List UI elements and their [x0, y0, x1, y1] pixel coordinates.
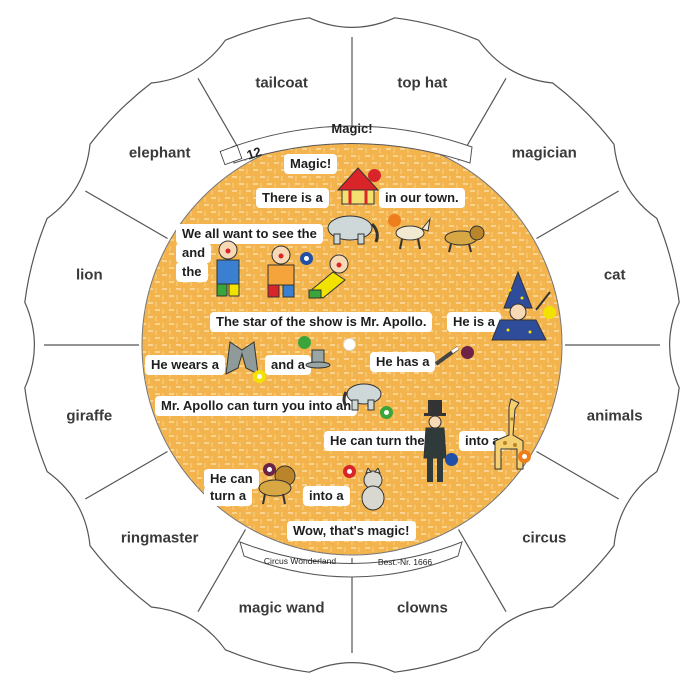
elephant-icon-2: [342, 383, 382, 411]
rim-words: top hat magician cat animals circus clowns mag…: [66, 74, 642, 616]
sentence-mr-apollo-turn: Mr. Apollo can turn you into an: [155, 396, 358, 416]
ring-red[interactable]: [343, 465, 356, 478]
lion-icon-2: [258, 465, 296, 505]
cat-icon: [361, 468, 385, 511]
dot-white[interactable]: [343, 338, 356, 351]
clown-icon-3: [308, 254, 349, 299]
dot-yellow[interactable]: [543, 306, 556, 319]
dot-orange[interactable]: [388, 214, 401, 227]
rim-word-giraffe: giraffe: [66, 407, 112, 424]
rim-word-cat: cat: [604, 267, 626, 284]
dot-green[interactable]: [298, 336, 311, 349]
rim-divider-line: [457, 529, 507, 613]
sentence-wow-magic: Wow, that's magic!: [287, 521, 416, 541]
top-hat-icon: [305, 349, 331, 369]
publisher-text: Circus Wonderland: [264, 556, 336, 566]
title-text: Magic!: [331, 121, 372, 136]
bottom-banner: [239, 541, 463, 578]
lion-icon: [444, 225, 485, 253]
dot-purple[interactable]: [461, 346, 474, 359]
sentence-he-can-turn-the: He can turn the: [324, 431, 431, 451]
sentence-into-a: into a: [459, 431, 506, 451]
rim-divider-line: [536, 450, 620, 500]
card-number-badge: 12: [219, 144, 263, 166]
giraffe-icon: [494, 398, 524, 470]
horse-icon: [395, 217, 431, 250]
rim-divider-line: [536, 190, 620, 240]
ring-orange[interactable]: [518, 450, 531, 463]
rim-word-tailcoat: tailcoat: [255, 74, 308, 91]
rim-word-top-hat: top hat: [397, 74, 447, 91]
sentence-he-wears-a: He wears a: [145, 355, 225, 375]
rim-word-ringmaster: ringmaster: [121, 529, 199, 546]
clown-icon-2: [267, 245, 295, 298]
sentence-and: and: [176, 243, 212, 263]
rim-word-magician: magician: [512, 145, 577, 162]
rim-word-elephant: elephant: [129, 145, 191, 162]
elephant-icon: [327, 215, 379, 245]
sentence-he-is-a: He is a: [447, 312, 501, 332]
rim-divider-line: [84, 190, 168, 240]
order-number-text: Best.-Nr. 1666: [378, 557, 433, 567]
rim-divider-line: [197, 529, 247, 613]
tailcoat-icon: [225, 341, 259, 375]
magician-icon: [491, 270, 551, 341]
clown-icon-1: [216, 240, 240, 297]
sentence-star-of-show: The star of the show is Mr. Apollo.: [210, 312, 433, 332]
rim-word-animals: animals: [587, 407, 643, 424]
rim-word-lion: lion: [76, 267, 103, 284]
dot-red[interactable]: [368, 169, 381, 182]
rim-word-magic-wand: magic wand: [239, 600, 325, 617]
sentence-and-a: and a: [265, 355, 311, 375]
sentence-the: the: [176, 262, 208, 282]
ring-purple[interactable]: [263, 463, 276, 476]
sentence-we-all-want: We all want to see the: [176, 224, 323, 244]
sentence-he-can: He can: [204, 469, 259, 489]
sentence-in-our-town: in our town.: [379, 188, 465, 208]
ring-blue[interactable]: [300, 252, 313, 265]
rim-divider-line: [84, 450, 168, 500]
rim-word-clowns: clowns: [397, 600, 448, 617]
svg-text:12: 12: [245, 144, 263, 163]
title-banner: [231, 125, 473, 164]
circus-tent-icon: [336, 167, 380, 205]
sentence-into-a-2: into a: [303, 486, 350, 506]
dot-blue[interactable]: [445, 453, 458, 466]
ring-yellow[interactable]: [253, 370, 266, 383]
ringmaster-icon: [423, 400, 447, 482]
sentence-he-has-a: He has a: [370, 352, 436, 372]
sentence-there-is-a: There is a: [256, 188, 329, 208]
ring-green[interactable]: [380, 406, 393, 419]
sentence-turn-a: turn a: [204, 486, 253, 506]
rim-word-circus: circus: [522, 529, 566, 546]
magic-wand-icon: [434, 346, 460, 366]
sentence-magic: Magic!: [284, 154, 338, 174]
